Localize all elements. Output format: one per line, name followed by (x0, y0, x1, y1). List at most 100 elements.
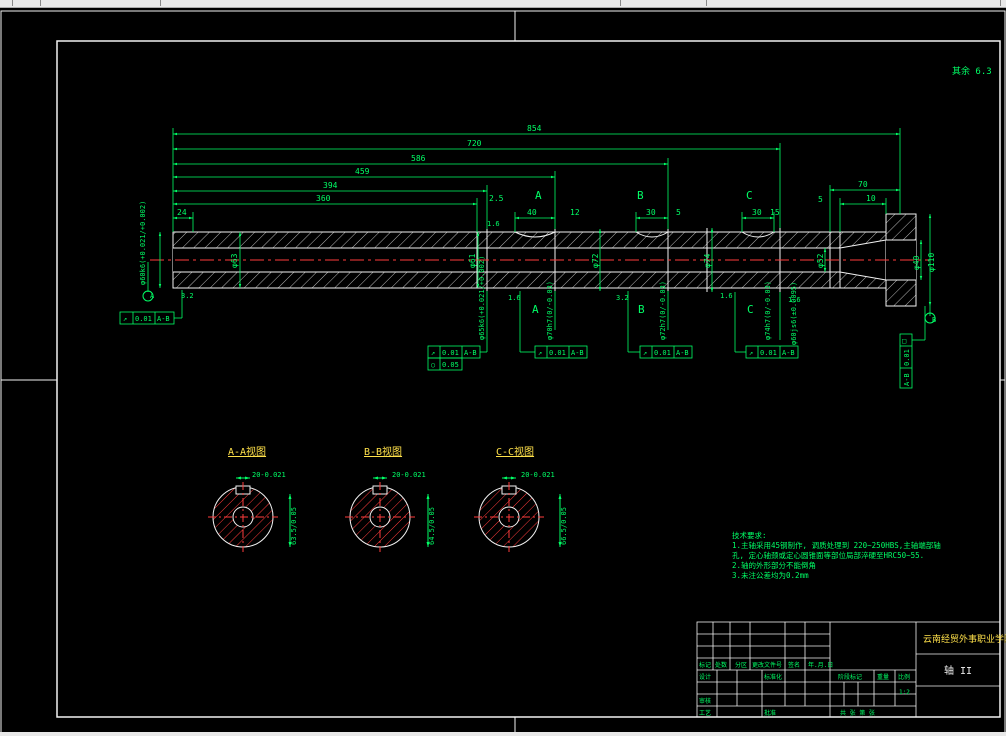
tol-mid1-sym: ↗ (431, 349, 435, 357)
section-c-dim: 66.5/0.05 (560, 507, 568, 545)
tol-right-ref: A-B (903, 373, 911, 386)
roughness-2: 1.6 (487, 220, 500, 228)
dia-52: φ52 (816, 253, 825, 268)
part-name: 轴 II (944, 664, 972, 677)
tol-right-val: 0.01 (903, 349, 911, 366)
inner-frame (56, 40, 1001, 718)
dia-40: φ40 (912, 255, 921, 270)
roughness-6: 1.6 (788, 296, 801, 304)
dia-74: φ74 (703, 253, 712, 268)
tol-mid3-val: 0.01 (654, 349, 671, 357)
label-process: 工艺 (699, 709, 711, 717)
surface-finish-stamp: 其余 6.3 (952, 65, 992, 77)
section-a-key: 20-0.021 (252, 471, 286, 479)
dia-72: φ72 (591, 253, 600, 268)
datum-a-circle (142, 290, 154, 302)
label-weight: 重量 (877, 673, 889, 681)
dia-110: φ110 (927, 253, 936, 272)
notes-line-2: 孔, 定心轴颈或定心圆锥面等部位局部淬硬至HRC50~55. (732, 550, 924, 560)
notes-line-1: 1.主轴采用45钢制作, 调质处理到 220~250HBS,主轴端部轴 (732, 540, 941, 550)
dim-2-5: 2.5 (489, 194, 504, 203)
col-date: 年.月.日 (808, 661, 833, 669)
section-a-dim: 63.5/0.05 (290, 507, 298, 545)
section-mark-b: B (637, 189, 644, 202)
tol-mid3-sym: ↗ (643, 349, 647, 357)
fit-72: φ72h7(0/-0.03) (659, 281, 667, 340)
school-name: 云南经贸外事职业学院 (923, 633, 1006, 645)
fit-65: φ65k6(+0.021/+0.002) (478, 256, 486, 340)
tol-mid4-val: 0.01 (760, 349, 777, 357)
dim-5a: 5 (676, 208, 681, 217)
roughness-5: 1.6 (720, 292, 733, 300)
dim-70: 70 (858, 180, 868, 189)
notes-line-3: 2.轴的外形部分不能倒角 (732, 560, 816, 570)
section-c-key: 20-0.021 (521, 471, 555, 479)
tol-mid1-val: 0.01 (442, 349, 459, 357)
section-mark-a-bottom: A (532, 303, 539, 316)
dim-10: 10 (866, 194, 876, 203)
dim-5b: 5 (818, 195, 823, 204)
section-a-title: A-A视图 (228, 445, 266, 458)
section-mark-c-bottom: C (747, 303, 754, 316)
section-view-c: C-C视图 20-0.021 66.5/0.05 (474, 445, 568, 552)
dimension-text: 854 720 586 459 394 360 2.5 24 40 12 30 … (139, 124, 936, 345)
dim-720: 720 (467, 139, 482, 148)
tolerance-frames (119, 290, 926, 389)
dim-15: 15 (770, 208, 780, 217)
label-ratio: 比例 (898, 673, 910, 681)
roughness-4: 3.2 (616, 294, 629, 302)
label-share: 共 张 第 张 (840, 709, 875, 717)
title-block-grid (696, 621, 1001, 718)
col-count: 处数 (715, 661, 727, 669)
label-design: 设计 (699, 673, 711, 681)
window-bottom-bar (0, 732, 1006, 736)
tolerance-text: ↗ 0.01 A-B ↗ 0.01 A-B ○ 0.05 ↗ 0.01 A-B … (123, 315, 911, 386)
dim-854: 854 (527, 124, 542, 133)
dia-63: φ63 (230, 253, 239, 268)
outer-frame (0, 10, 1006, 734)
tol-left-sym: ↗ (123, 315, 127, 323)
notes-heading: 技术要求: (732, 530, 767, 540)
label-stage: 阶段标记 (838, 673, 862, 681)
window-top-bar (0, 0, 1006, 8)
dimension-lines (147, 128, 932, 340)
tol-mid4-ref: A-B (782, 349, 795, 357)
fit-74: φ74h7(0/-0.03) (764, 281, 772, 340)
tol-mid1b-val: 0.05 (442, 361, 459, 369)
section-c-title: C-C视图 (496, 445, 534, 458)
tol-mid2-ref: A-B (571, 349, 584, 357)
tol-left-ref: A-B (157, 315, 170, 323)
label-approve: 批准 (764, 709, 776, 717)
tol-mid4-sym: ↗ (749, 349, 753, 357)
fit-70: φ70h7(0/-0.03) (546, 281, 554, 340)
roughness-3: 1.6 (508, 294, 521, 302)
fit-60: φ60js6(±0.0095) (790, 282, 798, 345)
dim-394: 394 (323, 181, 338, 190)
section-view-b: B-B视图 20-0.021 64.5/0.05 (345, 445, 436, 552)
shaft-section (150, 213, 930, 307)
tol-mid1b-sym: ○ (431, 361, 435, 369)
section-mark-c: C (746, 189, 753, 202)
dim-586: 586 (411, 154, 426, 163)
tol-left-val: 0.01 (135, 315, 152, 323)
label-standard: 标准化 (764, 673, 782, 681)
label-review: 审核 (699, 697, 711, 705)
col-sign: 签名 (788, 661, 800, 669)
section-view-a: A-A视图 20-0.021 63.5/0.05 (208, 445, 298, 552)
tol-mid2-sym: ↗ (538, 349, 542, 357)
dim-459: 459 (355, 167, 370, 176)
tol-mid1-ref: A-B (464, 349, 477, 357)
col-zone: 分区 (735, 661, 747, 669)
dim-24: 24 (177, 208, 187, 217)
col-mark: 标记 (699, 661, 711, 669)
section-mark-b-bottom: B (638, 303, 645, 316)
dim-360: 360 (316, 194, 331, 203)
dia-left-fit: φ60k6(+0.021/+0.002) (139, 201, 147, 285)
section-mark-a: A (535, 189, 542, 202)
dim-40: 40 (527, 208, 537, 217)
dim-30b: 30 (752, 208, 762, 217)
section-b-key: 20-0.021 (392, 471, 426, 479)
tol-right-sym: □ (902, 337, 906, 345)
